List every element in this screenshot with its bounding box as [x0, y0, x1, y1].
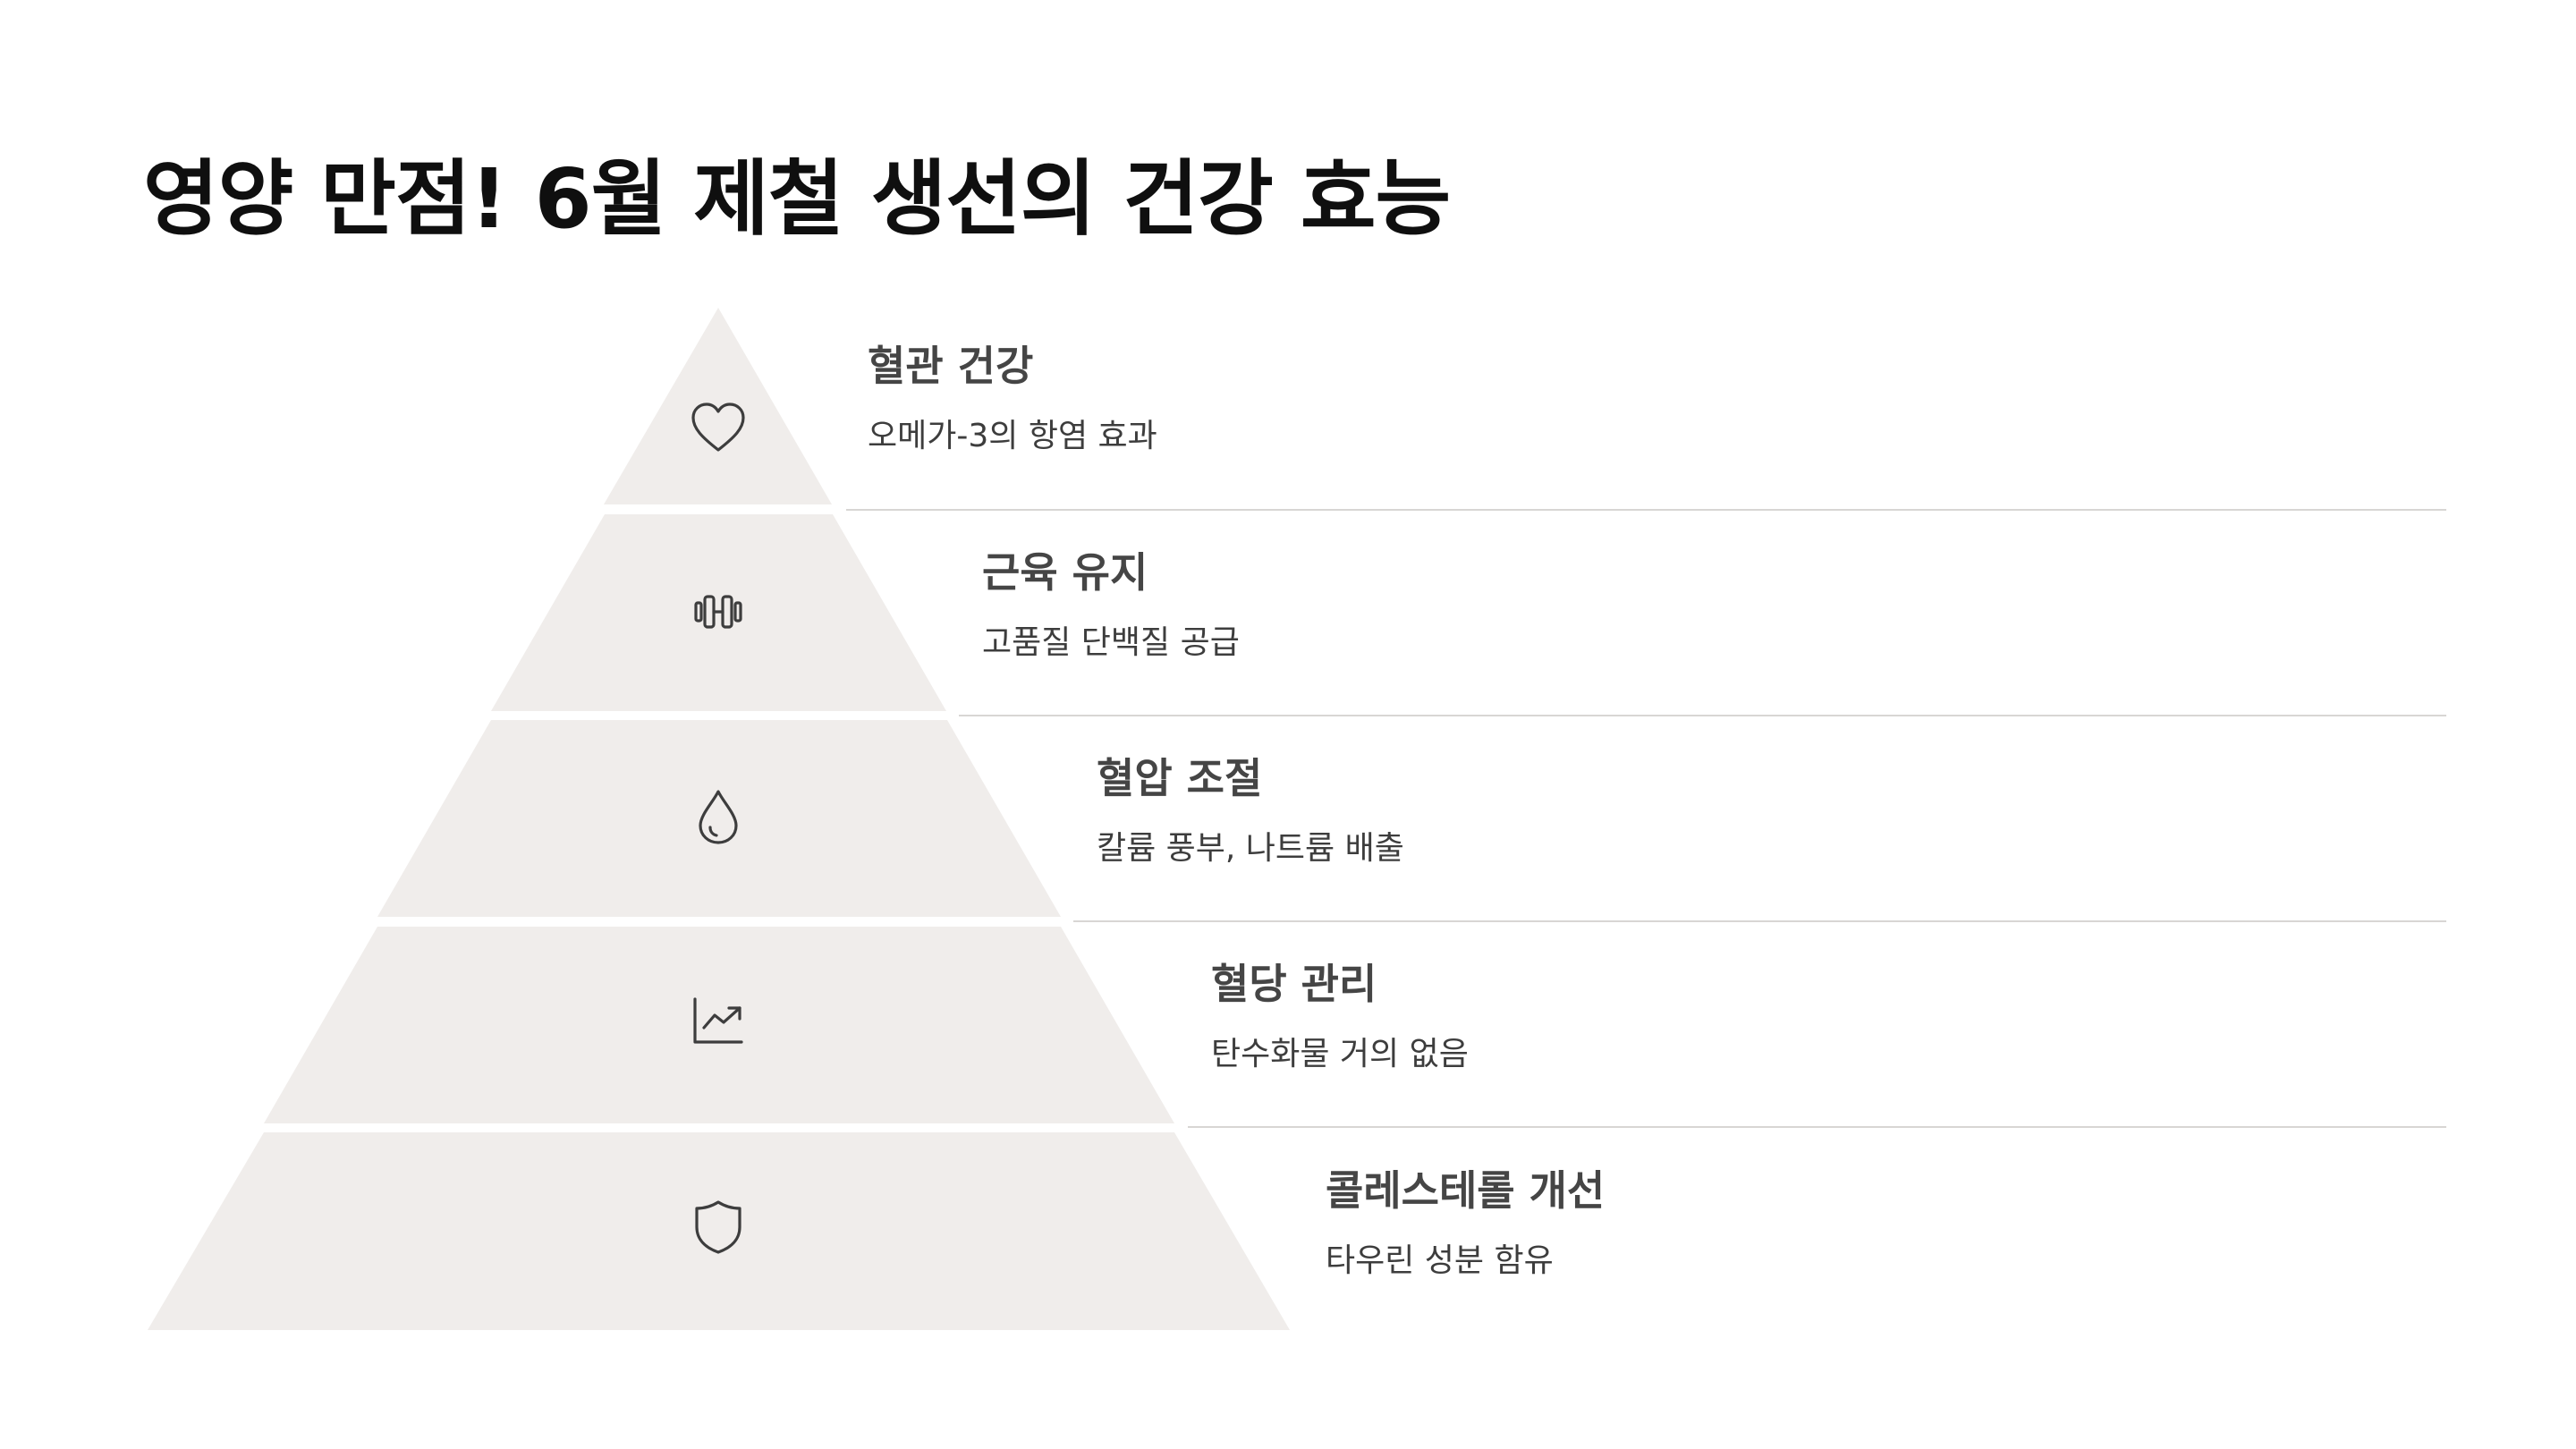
tier-title: 혈관 건강	[868, 342, 1034, 390]
heart-icon	[691, 402, 745, 452]
dumbbell-icon	[694, 595, 742, 629]
tier-description: 칼륨 풍부, 나트륨 배출	[1097, 830, 1404, 867]
tier-label-1: 혈관 건강 오메가-3의 항염 효과	[868, 345, 1157, 453]
tier-label-4: 혈당 관리 탄수화물 거의 없음	[1211, 963, 1469, 1071]
pyramid-tier-3	[377, 720, 1061, 917]
pyramid-tier-5	[148, 1132, 1290, 1330]
tier-description: 타우린 성분 함유	[1326, 1242, 1554, 1279]
tier-label-2: 근육 유지 고품질 단백질 공급	[982, 552, 1240, 659]
tier-title: 혈당 관리	[1211, 960, 1377, 1008]
trending-down-chart-icon	[693, 997, 743, 1044]
tier-title: 콜레스테롤 개선	[1326, 1166, 1606, 1215]
tier-description: 오메가-3의 항염 효과	[868, 418, 1157, 454]
tier-description: 탄수화물 거의 없음	[1211, 1036, 1469, 1072]
pyramid-tier-1	[604, 308, 832, 504]
shield-icon	[695, 1200, 741, 1254]
tier-label-3: 혈압 조절 칼륨 풍부, 나트륨 배출	[1097, 758, 1404, 865]
tier-description: 고품질 단백질 공급	[982, 624, 1240, 661]
tier-title: 혈압 조절	[1097, 754, 1263, 802]
tier-title: 근육 유지	[982, 548, 1148, 597]
page-title: 영양 만점! 6월 제철 생선의 건강 효능	[143, 151, 1451, 247]
pyramid-tier-4	[264, 927, 1174, 1123]
droplet-icon	[699, 790, 738, 844]
tier-label-5: 콜레스테롤 개선 타우린 성분 함유	[1326, 1170, 1605, 1277]
